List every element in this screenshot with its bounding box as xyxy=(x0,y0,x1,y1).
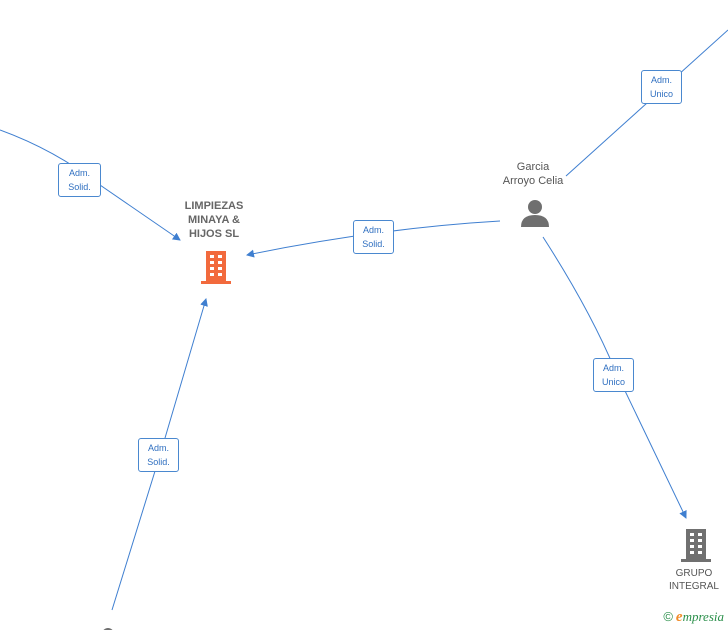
edge-label-bottom: Adm. Solid. xyxy=(138,438,179,472)
building-icon-grupo[interactable] xyxy=(680,527,712,563)
copyright-icon: © xyxy=(663,609,673,624)
person-node-label[interactable]: Garcia Arroyo Celia xyxy=(502,161,564,187)
company-node-label[interactable]: LIMPIEZAS MINAYA & HIJOS SL xyxy=(184,200,244,240)
edge-label-grupo: Adm. Unico xyxy=(593,358,634,392)
edge-label-left: Adm. Solid. xyxy=(58,163,101,197)
edge-label-person-company: Adm. Solid. xyxy=(353,220,394,254)
empresia-logo: ©empresia xyxy=(663,609,724,625)
edge-label-topright: Adm. Unico xyxy=(641,70,682,104)
building-icon[interactable] xyxy=(200,249,232,285)
person-icon[interactable] xyxy=(520,199,550,228)
grupo-node-label[interactable]: GRUPO INTEGRAL xyxy=(668,568,719,592)
